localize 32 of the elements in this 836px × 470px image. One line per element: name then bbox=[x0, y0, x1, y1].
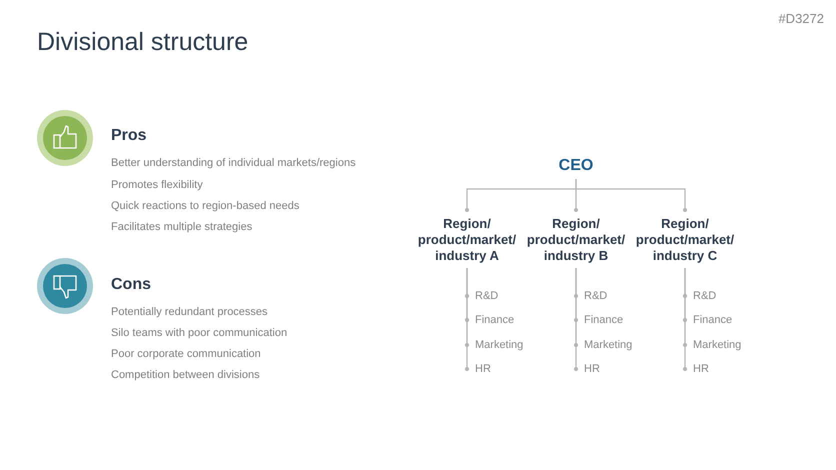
department-label: R&D bbox=[685, 289, 716, 303]
list-item: Facilitates multiple strategies bbox=[111, 221, 252, 233]
department-label: Finance bbox=[685, 313, 732, 327]
section-heading: Cons bbox=[111, 276, 151, 294]
list-item: Quick reactions to region-based needs bbox=[111, 200, 300, 212]
division-label: Region/ product/market/ industry B bbox=[523, 216, 629, 264]
list-item: Potentially redundant processes bbox=[111, 306, 268, 318]
list-item: Silo teams with poor communication bbox=[111, 327, 288, 339]
connector-line bbox=[575, 179, 687, 212]
list-item: Competition between divisions bbox=[111, 369, 260, 381]
division-label: Region/ product/market/ industry A bbox=[414, 216, 520, 264]
department-label: Marketing bbox=[467, 338, 524, 352]
section-heading: Pros bbox=[111, 127, 147, 145]
department-label: Marketing bbox=[576, 338, 632, 352]
department-label: HR bbox=[467, 362, 491, 376]
department-label: R&D bbox=[576, 289, 608, 303]
org-title: CEO bbox=[546, 157, 606, 175]
connector-line bbox=[465, 268, 469, 371]
list-item: Poor corporate communication bbox=[111, 348, 261, 360]
department-label: HR bbox=[576, 362, 600, 376]
department-label: R&D bbox=[467, 289, 498, 303]
list-item: Promotes flexibility bbox=[111, 179, 203, 191]
department-label: Finance bbox=[576, 313, 624, 327]
connector-line bbox=[683, 268, 687, 371]
slide-title: Divisional structure bbox=[37, 28, 248, 57]
list-item: Better understanding of individual markets/regions bbox=[111, 157, 356, 169]
department-label: HR bbox=[685, 362, 709, 376]
division-label: Region/ product/market/ industry C bbox=[632, 216, 738, 264]
reference-code: #D3272 bbox=[778, 11, 824, 26]
connector-line bbox=[574, 268, 578, 371]
department-label: Marketing bbox=[685, 338, 742, 352]
department-label: Finance bbox=[467, 313, 514, 327]
